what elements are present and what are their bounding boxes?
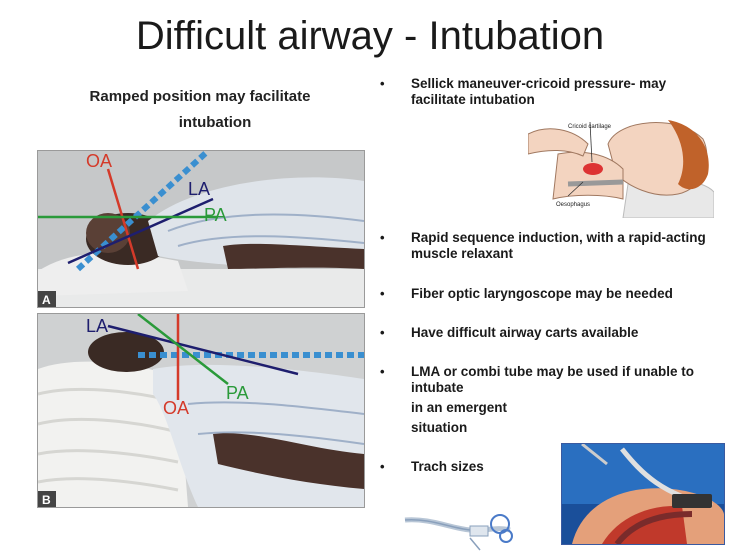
panel-label-b: B [42, 493, 51, 507]
slide-title: Difficult airway - Intubation [135, 14, 605, 58]
ramped-position-photo-a: A OA LA PA [37, 150, 365, 308]
pa-label-b: PA [226, 383, 249, 403]
la-label-a: LA [188, 179, 210, 199]
left-caption-line1: Ramped position may facilitate [89, 88, 311, 105]
lma-continuation-1: in an emergent [411, 400, 508, 415]
left-caption-line2: intubation [178, 114, 252, 131]
trach-tube-image [400, 500, 520, 552]
oesophagus-label: Oesophagus [556, 202, 590, 208]
bullet-dot: • [380, 325, 385, 340]
lma-continuation-2: situation [411, 420, 468, 435]
bullet-dot: • [380, 459, 385, 474]
bullet-dot: • [380, 364, 385, 379]
bullet-dot: • [380, 76, 385, 91]
intubation-cross-section-image [561, 442, 725, 546]
panel-label-a: A [42, 293, 51, 307]
bullet-dot: • [380, 230, 385, 245]
pa-label-a: PA [204, 205, 227, 225]
ramped-position-photo-b: B LA OA PA [37, 313, 365, 508]
oa-label-a: OA [86, 151, 112, 171]
la-label-b: LA [86, 316, 108, 336]
oa-label-b: OA [163, 398, 189, 418]
bullet-dot: • [380, 286, 385, 301]
cricoid-label: Cricoid cartilage [568, 124, 612, 130]
sellick-maneuver-illustration: Cricoid cartilage Oesophagus [527, 114, 715, 219]
